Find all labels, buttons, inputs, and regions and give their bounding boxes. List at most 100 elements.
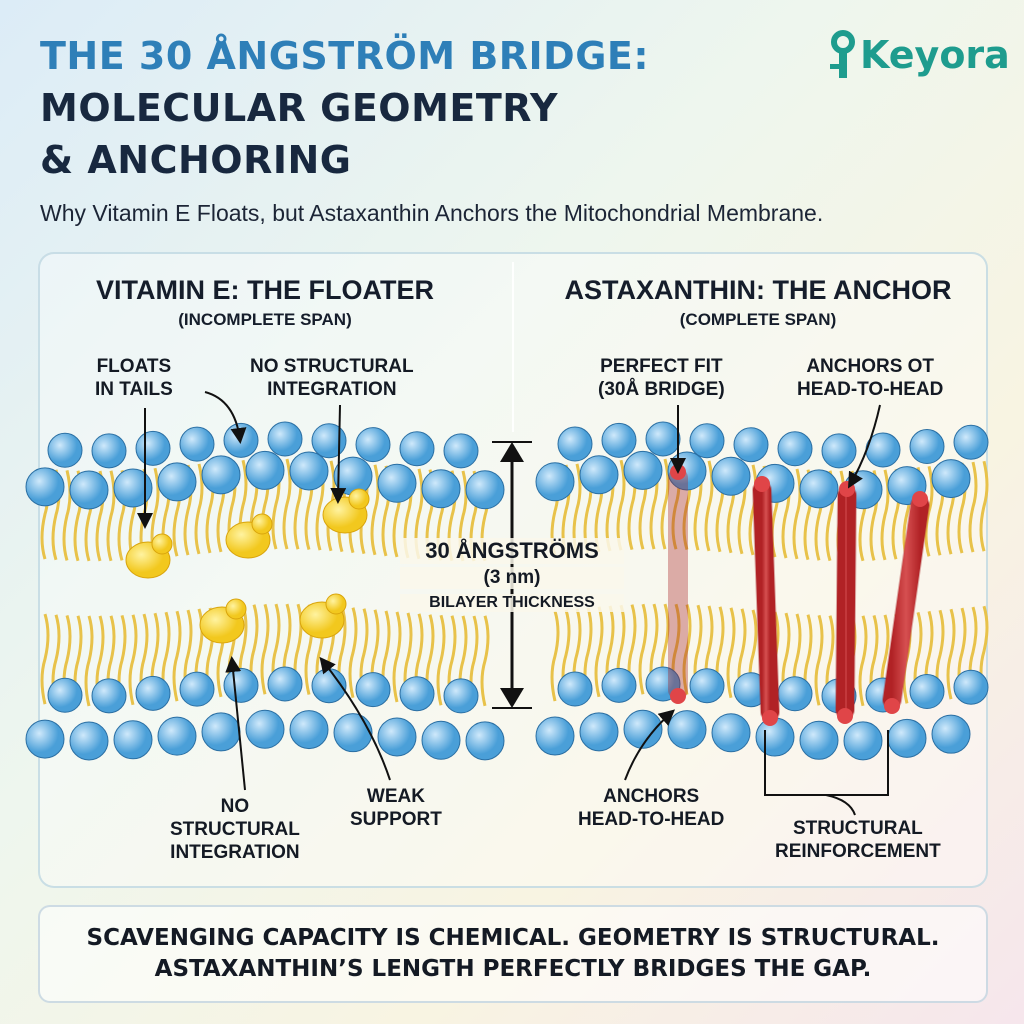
lipid-tail: [946, 608, 956, 700]
label-structural-reinforcement: STRUCTURAL REINFORCEMENT: [775, 818, 941, 862]
lipid-tail: [726, 607, 736, 699]
phospholipid-head: [135, 675, 171, 711]
phospholipid-head: [443, 678, 479, 714]
phospholipid-head: [289, 710, 329, 750]
phospholipid-head: [267, 421, 303, 457]
label-floats-in-tails: FLOATS IN TAILS: [95, 356, 173, 400]
phospholipid-head: [179, 426, 215, 462]
pointer-weak-support: [319, 656, 391, 781]
lipid-tail: [880, 469, 890, 561]
footer-callout: SCAVENGING CAPACITY IS CHEMICAL. GEOMETR…: [38, 905, 988, 1003]
phospholipid-head: [47, 432, 83, 468]
lipid-tail: [480, 615, 490, 707]
phospholipid-head: [47, 677, 83, 713]
vitamin-e-molecule-head: [151, 533, 173, 555]
vitamin-e-molecule-head: [225, 598, 247, 620]
lipid-tail: [979, 460, 989, 552]
astaxanthin-end: [762, 710, 778, 726]
phospholipid-head: [311, 423, 347, 459]
label-no-integration-bottom: NO STRUCTURAL INTEGRATION: [170, 796, 300, 863]
phospholipid-head: [201, 455, 241, 495]
right-heading: ASTAXANTHIN: THE ANCHOR: [564, 275, 952, 305]
panel-divider: [512, 262, 514, 432]
label-no-integration-top: NO STRUCTURAL INTEGRATION: [250, 356, 414, 400]
astaxanthin-outline: [835, 485, 857, 720]
vitamin-e-molecule-head: [251, 513, 273, 535]
lipid-tail: [924, 465, 934, 557]
subtitle: Why Vitamin E Floats, but Astaxanthin An…: [40, 200, 824, 226]
phospholipid-head: [689, 668, 725, 704]
right-subheading: (COMPLETE SPAN): [679, 310, 837, 329]
phospholipid-head: [557, 671, 593, 707]
arrow-head-up: [500, 442, 524, 462]
astaxanthin-end: [670, 688, 686, 704]
phospholipid-head: [799, 720, 839, 760]
lipid-tail: [814, 614, 824, 706]
phospholipid-head: [667, 710, 707, 750]
arrow-head-down: [500, 688, 524, 708]
lipid-tail: [704, 460, 714, 552]
vitamin-e-molecule-head: [348, 488, 370, 510]
phospholipid-head: [843, 721, 883, 761]
phospholipid-head: [421, 720, 461, 760]
key-icon: [830, 30, 855, 78]
phospholipid-head: [465, 721, 505, 761]
footer-line-2: ASTAXANTHIN’S LENGTH PERFECTLY BRIDGES T…: [154, 956, 872, 982]
phospholipid-head: [25, 719, 65, 759]
phospholipid-head: [601, 667, 637, 703]
pointer-no-integration: [330, 404, 347, 504]
span-nm: (3 nm): [400, 567, 624, 589]
left-heading: VITAMIN E: THE FLOATER: [96, 275, 434, 305]
phospholipid-head: [645, 421, 681, 457]
lipid-tail: [968, 461, 978, 553]
phospholipid-head: [157, 462, 197, 502]
phospholipid-head: [355, 672, 391, 708]
astaxanthin-end: [884, 698, 900, 714]
span-label: BILAYER THICKNESS: [400, 594, 624, 612]
phospholipid-head: [887, 718, 927, 758]
reinforcement-pointer: [825, 794, 856, 816]
phospholipid-head: [909, 429, 945, 465]
phospholipid-head: [245, 709, 285, 749]
phospholipid-head: [443, 433, 479, 469]
phospholipid-head: [953, 669, 989, 705]
phospholipid-head: [931, 714, 971, 754]
lipid-tail: [858, 615, 868, 707]
lipid-tail: [638, 603, 648, 695]
phospholipid-head: [601, 422, 637, 458]
label-perfect-fit: PERFECT FIT (30Å BRIDGE): [598, 356, 725, 400]
phospholipid-head: [201, 712, 241, 752]
phospholipid-head: [623, 450, 663, 490]
vitamin-e-molecule-head: [325, 593, 347, 615]
phospholipid-head: [399, 431, 435, 467]
phospholipid-head: [579, 455, 619, 495]
astaxanthin-molecule: [883, 496, 929, 709]
astaxanthin-end: [839, 481, 855, 497]
phospholipid-head: [931, 459, 971, 499]
astaxanthin-end: [912, 491, 928, 507]
phospholipid-head: [91, 678, 127, 714]
page-title: THE 30 ÅNGSTRÖM BRIDGE: MOLECULAR GEOMET…: [40, 30, 649, 186]
lipid-tail: [260, 603, 270, 695]
left-subheading: (INCOMPLETE SPAN): [178, 310, 352, 329]
phospholipid-head: [535, 462, 575, 502]
phospholipid-head: [711, 713, 751, 753]
phospholipid-head: [953, 424, 989, 460]
lipid-tail: [436, 614, 446, 706]
lipid-tail: [550, 610, 560, 702]
phospholipid-head: [91, 433, 127, 469]
lipid-tail: [748, 464, 758, 556]
footer-line-1: SCAVENGING CAPACITY IS CHEMICAL. GEOMETR…: [86, 925, 940, 951]
phospholipid-head: [223, 667, 259, 703]
phospholipid-head: [733, 427, 769, 463]
label-weak-support: WEAK SUPPORT: [350, 786, 442, 830]
phospholipid-head: [377, 463, 417, 503]
lipid-tail: [282, 458, 292, 550]
phospholipid-head: [25, 467, 65, 507]
phospholipid-head: [135, 430, 171, 466]
lipid-tail: [370, 464, 380, 556]
phospholipid-head: [69, 721, 109, 761]
phospholipid-head: [777, 431, 813, 467]
phospholipid-head: [157, 716, 197, 756]
